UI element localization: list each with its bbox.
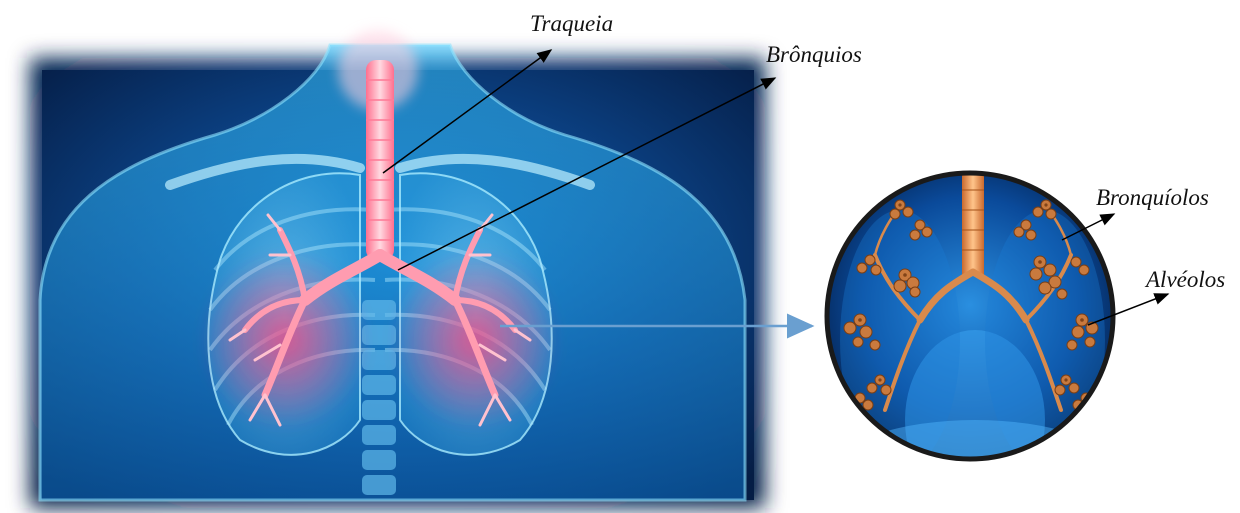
zoom-circle bbox=[820, 170, 1120, 513]
torso-panel bbox=[30, 30, 765, 508]
label-bronquios: Brônquios bbox=[766, 43, 862, 66]
label-traqueia: Traqueia bbox=[530, 12, 613, 35]
label-alveolos: Alvéolos bbox=[1146, 268, 1225, 291]
label-bronquiolos: Bronquíolos bbox=[1096, 186, 1209, 209]
